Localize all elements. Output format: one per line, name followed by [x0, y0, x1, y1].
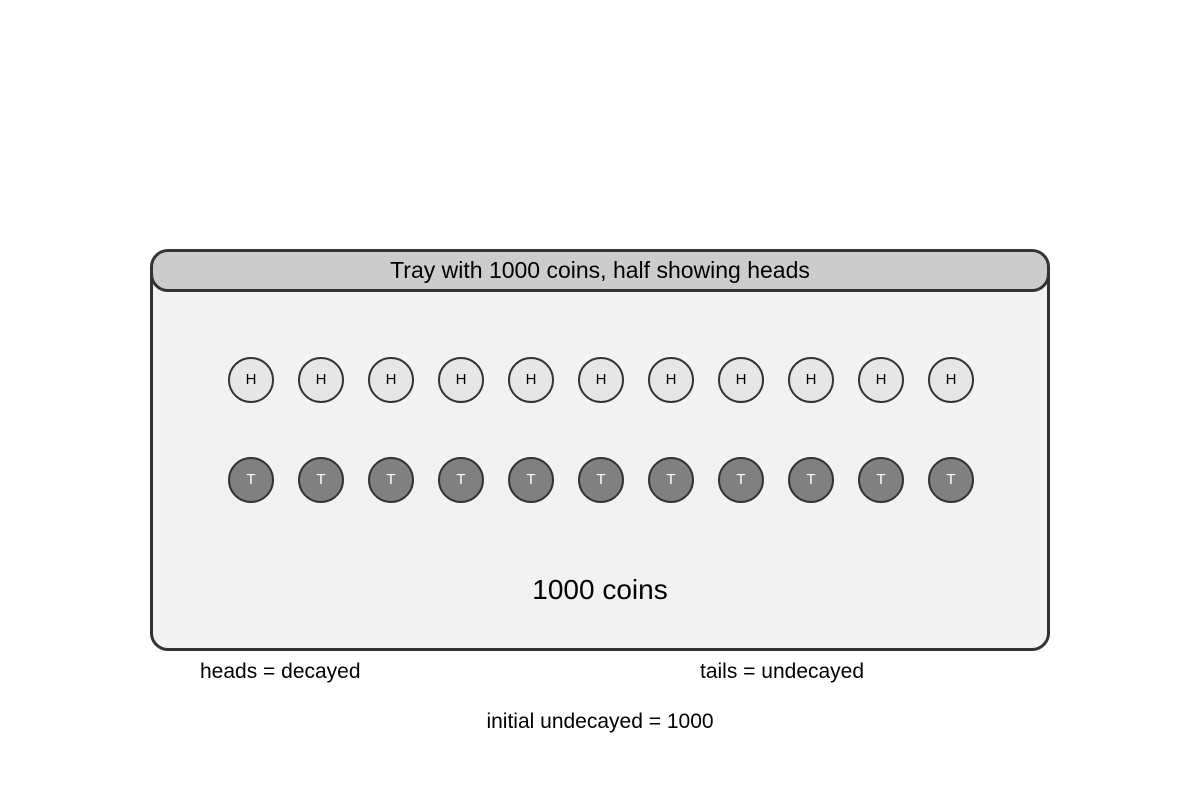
tray-caption: 1000 coins [532, 574, 668, 605]
coin-heads: H [228, 357, 274, 403]
tray-title: Tray with 1000 coins, half showing heads [153, 252, 1047, 292]
coin-tails: T [438, 457, 484, 503]
coin-tails: T [368, 457, 414, 503]
coin-tails: T [508, 457, 554, 503]
tails-legend: tails = undecayed [700, 660, 865, 683]
coin-heads: H [508, 357, 554, 403]
coin-tails: T [578, 457, 624, 503]
coin-tails: T [928, 457, 974, 503]
coin-tray: Tray with 1000 coins, half showing heads… [150, 249, 1050, 651]
coin-tails: T [788, 457, 834, 503]
coin-tails: T [858, 457, 904, 503]
initial-undecayed-note: initial undecayed = 1000 [486, 710, 714, 733]
coin-tails: T [298, 457, 344, 503]
coin-heads: H [858, 357, 904, 403]
coin-heads: H [718, 357, 764, 403]
heads-legend: heads = decayed [200, 660, 361, 683]
coin-heads: H [578, 357, 624, 403]
coin-tails: T [718, 457, 764, 503]
coin-heads: H [298, 357, 344, 403]
coin-heads: H [928, 357, 974, 403]
coin-heads: H [648, 357, 694, 403]
coin-heads: H [368, 357, 414, 403]
coin-heads: H [788, 357, 834, 403]
coin-heads: H [438, 357, 484, 403]
coin-tails: T [648, 457, 694, 503]
coin-tails: T [228, 457, 274, 503]
